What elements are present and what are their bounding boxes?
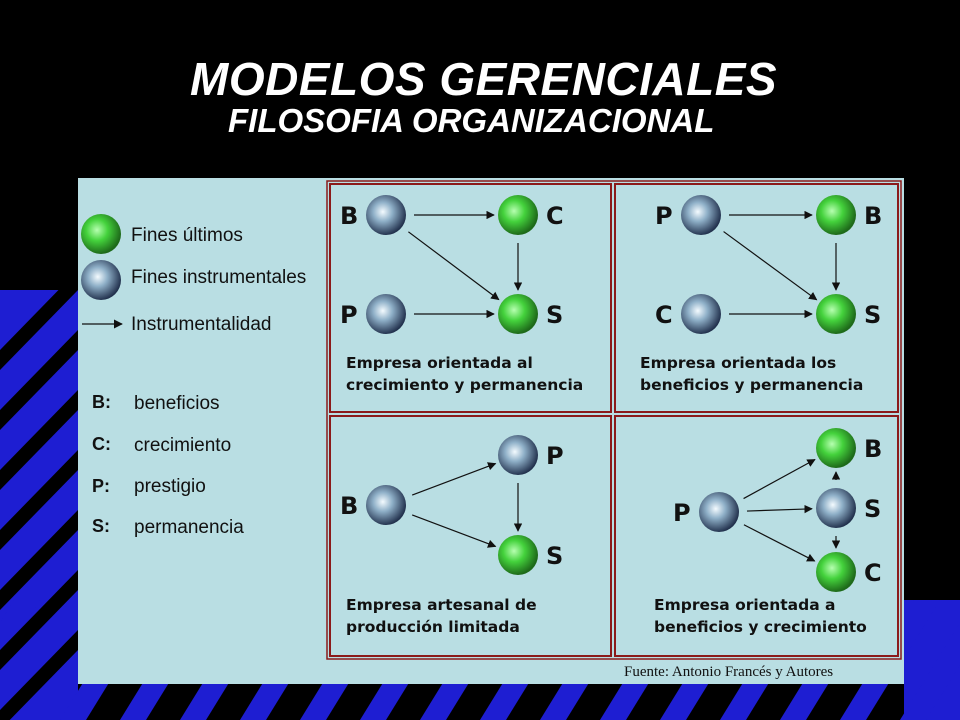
model-quadrant-growth-permanence: Empresa orientada al crecimiento y perma… [340,195,583,394]
blue-sphere-icon [681,195,721,235]
green-sphere-icon [498,195,538,235]
instrumentality-arrow [408,231,500,301]
model-quadrant-profit-permanence: Empresa orientada los beneficios y perma… [640,195,882,394]
node-letter: S [864,495,881,523]
definition-key: B: [92,392,111,412]
definitions: B: beneficios C: crecimiento P: prestigi… [92,392,244,538]
blue-sphere-icon [498,435,538,475]
background-stripe [0,630,78,720]
background-stripe [0,330,78,430]
definition-value: crecimiento [134,435,231,456]
node-letter: S [864,301,881,329]
green-sphere-icon [498,294,538,334]
node-letter: S [546,542,563,570]
blue-sphere-icon [366,294,406,334]
node-letter: C [864,559,882,587]
node-letter: P [673,499,691,527]
background-stripe [0,270,78,370]
model-quadrant-profit-growth: Empresa orientada a beneficios y crecimi… [654,428,882,636]
instrumentality-arrow [411,514,497,548]
legend-item-goal: Fines últimos [81,214,243,254]
model-caption-line: beneficios y crecimiento [654,618,867,636]
model-caption-line: Empresa artesanal de [346,596,537,614]
model-caption-line: Empresa orientada al [346,354,533,372]
definition-key: C: [92,434,111,454]
node-letter: B [864,435,882,463]
model-caption-line: producción limitada [346,618,520,636]
green-sphere-icon [81,214,121,254]
node-letter: S [546,301,563,329]
background-stripe [0,450,78,550]
definition-value: beneficios [134,393,220,414]
background-stripe [0,570,78,670]
definition-value: permanencia [134,517,244,538]
legend-label: Fines instrumentales [131,267,306,288]
blue-sphere-icon [81,260,121,300]
source-credit: Fuente: Antonio Francés y Autores [624,664,833,680]
model-caption-line: crecimiento y permanencia [346,376,583,394]
node-letter: B [340,202,358,230]
node-letter: P [340,301,358,329]
legend-label: Instrumentalidad [131,314,271,335]
green-sphere-icon [816,428,856,468]
blue-sphere-icon [366,195,406,235]
node-letter: B [340,492,358,520]
blue-sphere-icon [681,294,721,334]
model-caption-line: Empresa orientada los [640,354,836,372]
background-stripe [900,622,960,720]
legend-item-arrow: Instrumentalidad [82,314,271,335]
blue-sphere-icon [816,488,856,528]
blue-sphere-icon [699,492,739,532]
node-letter: B [864,202,882,230]
legend: Fines últimos Fines instrumentales Instr… [81,214,306,335]
page-title: MODELOS GERENCIALES [190,53,778,105]
legend-label: Fines últimos [131,225,243,246]
node-letter: C [546,202,564,230]
background-stripe [0,390,78,490]
model-quadrant-artisanal: Empresa artesanal de producción limitada… [340,435,564,636]
definition-value: prestigio [134,476,206,497]
diagram-canvas: Fines últimos Fines instrumentales Instr… [81,180,902,680]
instrumentality-arrow [743,524,816,562]
quadrant-grid [326,180,902,660]
model-caption-line: Empresa orientada a [654,596,836,614]
instrumentality-arrow [746,504,813,514]
instrumentality-arrow [743,458,816,500]
green-sphere-icon [816,552,856,592]
instrumentality-arrow [723,231,818,301]
green-sphere-icon [816,195,856,235]
green-sphere-icon [816,294,856,334]
green-sphere-icon [498,535,538,575]
node-letter: C [655,301,673,329]
node-letter: P [655,202,673,230]
node-letter: P [546,442,564,470]
legend-item-instrumental: Fines instrumentales [81,260,306,300]
blue-sphere-icon [366,485,406,525]
instrumentality-arrow [411,462,497,496]
diagram-panel: Fines últimos Fines instrumentales Instr… [78,178,904,684]
model-caption-line: beneficios y permanencia [640,376,863,394]
definition-key: S: [92,516,110,536]
background-stripe [0,510,78,610]
definition-key: P: [92,476,110,496]
page-subtitle: FILOSOFIA ORGANIZACIONAL [228,102,715,139]
